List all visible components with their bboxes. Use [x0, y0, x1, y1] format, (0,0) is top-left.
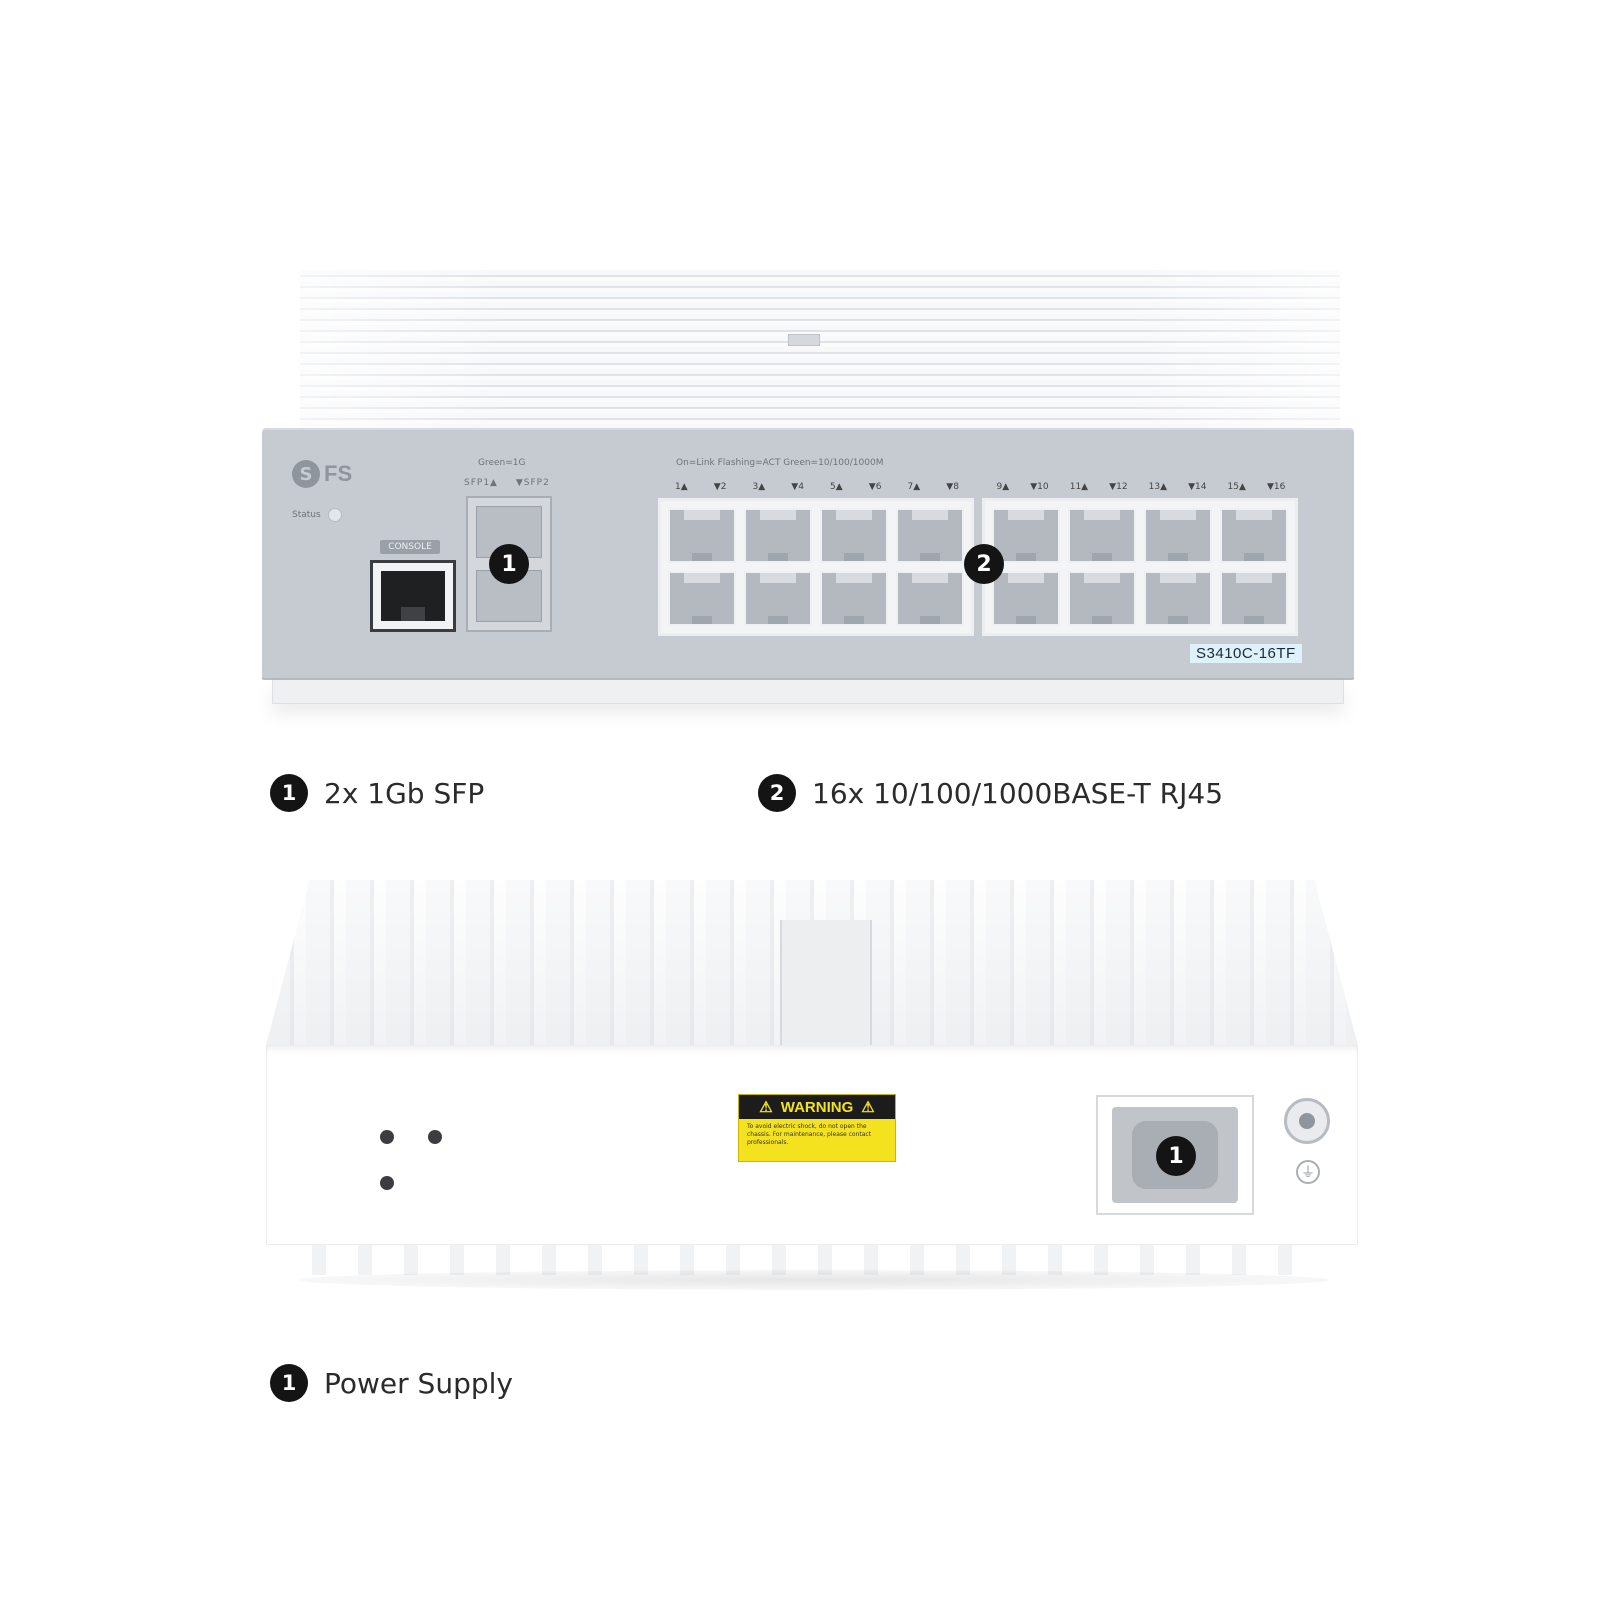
- warning-triangle-icon: ⚠: [861, 1099, 875, 1116]
- screw-hole-icon: [428, 1130, 442, 1144]
- rj45-port: [744, 508, 812, 563]
- rj45-port: [896, 508, 964, 563]
- status-label: Status: [292, 510, 321, 520]
- front-base: [272, 680, 1344, 704]
- top-heatsink-fins: [300, 270, 1340, 435]
- console-label: CONSOLE: [380, 540, 440, 554]
- caption-badge: 2: [758, 774, 796, 812]
- rj45-led-legend: On=Link Flashing=ACT Green=10/100/1000M: [676, 458, 884, 468]
- port-number: 3▲: [752, 482, 766, 492]
- port-number: ▼14: [1188, 482, 1207, 492]
- rj45-port: [668, 571, 736, 626]
- port-number: ▼16: [1266, 482, 1286, 492]
- callout-badge-rj45: 2: [964, 544, 1004, 584]
- callout-badge-sfp: 1: [489, 544, 529, 584]
- fs-logo: S FS: [292, 460, 352, 488]
- ground-screw-icon: [1284, 1098, 1330, 1144]
- caption-badge: 1: [270, 1364, 308, 1402]
- caption-rj45: 2 16x 10/100/1000BASE-T RJ45: [758, 774, 1223, 812]
- sfp-port-labels: SFP1▲ ▼SFP2: [464, 478, 550, 488]
- port-number: 5▲: [830, 482, 843, 492]
- caption-text: Power Supply: [324, 1366, 513, 1400]
- fs-logo-icon: S: [292, 460, 320, 488]
- rj45-port: [1220, 508, 1288, 563]
- rj45-port: [1144, 508, 1212, 563]
- rear-shadow: [300, 1270, 1330, 1290]
- screw-hole-icon: [380, 1130, 394, 1144]
- console-port: [370, 560, 456, 632]
- port-number: 13▲: [1148, 482, 1167, 492]
- caption-sfp: 1 2x 1Gb SFP: [270, 774, 484, 812]
- rj45-port: [896, 571, 964, 626]
- rear-center-channel: [780, 920, 872, 1050]
- model-label: S3410C-16TF: [1190, 644, 1302, 663]
- port-number: ▼4: [791, 482, 804, 492]
- port-number: ▼12: [1109, 482, 1128, 492]
- front-view: S FS Status CONSOLE Green=1G SFP1▲ ▼SFP2…: [0, 0, 1600, 720]
- rj45-port-block-left: [658, 498, 974, 636]
- warning-header: ⚠ WARNING ⚠: [739, 1095, 895, 1119]
- port-number: 7▲: [907, 482, 921, 492]
- rj45-port: [1144, 571, 1212, 626]
- warning-sticker: ⚠ WARNING ⚠ To avoid electric shock, do …: [738, 1094, 896, 1162]
- port-number: 1▲: [675, 482, 688, 492]
- rj45-port: [1220, 571, 1288, 626]
- sfp1-label: SFP1▲: [464, 478, 498, 488]
- port-number: ▼10: [1030, 482, 1049, 492]
- port-number: ▼8: [946, 482, 959, 492]
- rj45-port: [668, 508, 736, 563]
- caption-text: 2x 1Gb SFP: [324, 776, 485, 810]
- port-number: 9▲: [996, 482, 1010, 492]
- rj45-port: [992, 508, 1060, 563]
- rj45-port-block-right: [982, 498, 1298, 636]
- rj45-port: [1068, 508, 1136, 563]
- rj45-port: [1068, 571, 1136, 626]
- port-number: 11▲: [1069, 482, 1089, 492]
- screw-hole-icon: [380, 1176, 394, 1190]
- status-led-icon: [328, 508, 342, 522]
- logo-text: FS: [324, 461, 353, 486]
- top-label-sticker: [788, 334, 820, 346]
- rear-bottom-fins: [312, 1245, 1316, 1275]
- warning-body: To avoid electric shock, do not open the…: [747, 1123, 872, 1146]
- sfp-led-legend: Green=1G: [478, 458, 526, 468]
- rj45-port: [992, 571, 1060, 626]
- sfp2-label: ▼SFP2: [515, 478, 550, 488]
- caption-text: 16x 10/100/1000BASE-T RJ45: [812, 776, 1224, 810]
- console-port-socket: [381, 571, 445, 621]
- rj45-port: [820, 508, 888, 563]
- port-number: ▼6: [868, 482, 882, 492]
- rj45-port: [744, 571, 812, 626]
- caption-badge: 1: [270, 774, 308, 812]
- port-numbers-right: 9▲ ▼10 11▲ ▼12 13▲ ▼14 15▲ ▼16: [986, 482, 1296, 492]
- port-number: ▼2: [713, 482, 727, 492]
- port-numbers-left: 1▲ ▼2 3▲ ▼4 5▲ ▼6 7▲ ▼8: [662, 482, 972, 492]
- ground-icon: ⏚: [1296, 1160, 1320, 1184]
- power-inlet-frame: [1096, 1095, 1254, 1215]
- port-number: 15▲: [1227, 482, 1246, 492]
- rear-view: ⚠ WARNING ⚠ To avoid electric shock, do …: [0, 850, 1600, 1320]
- warning-triangle-icon: ⚠: [759, 1099, 773, 1116]
- rj45-port: [820, 571, 888, 626]
- caption-power: 1 Power Supply: [270, 1364, 513, 1402]
- warning-title: WARNING: [780, 1098, 854, 1116]
- callout-badge-power: 1: [1156, 1136, 1196, 1176]
